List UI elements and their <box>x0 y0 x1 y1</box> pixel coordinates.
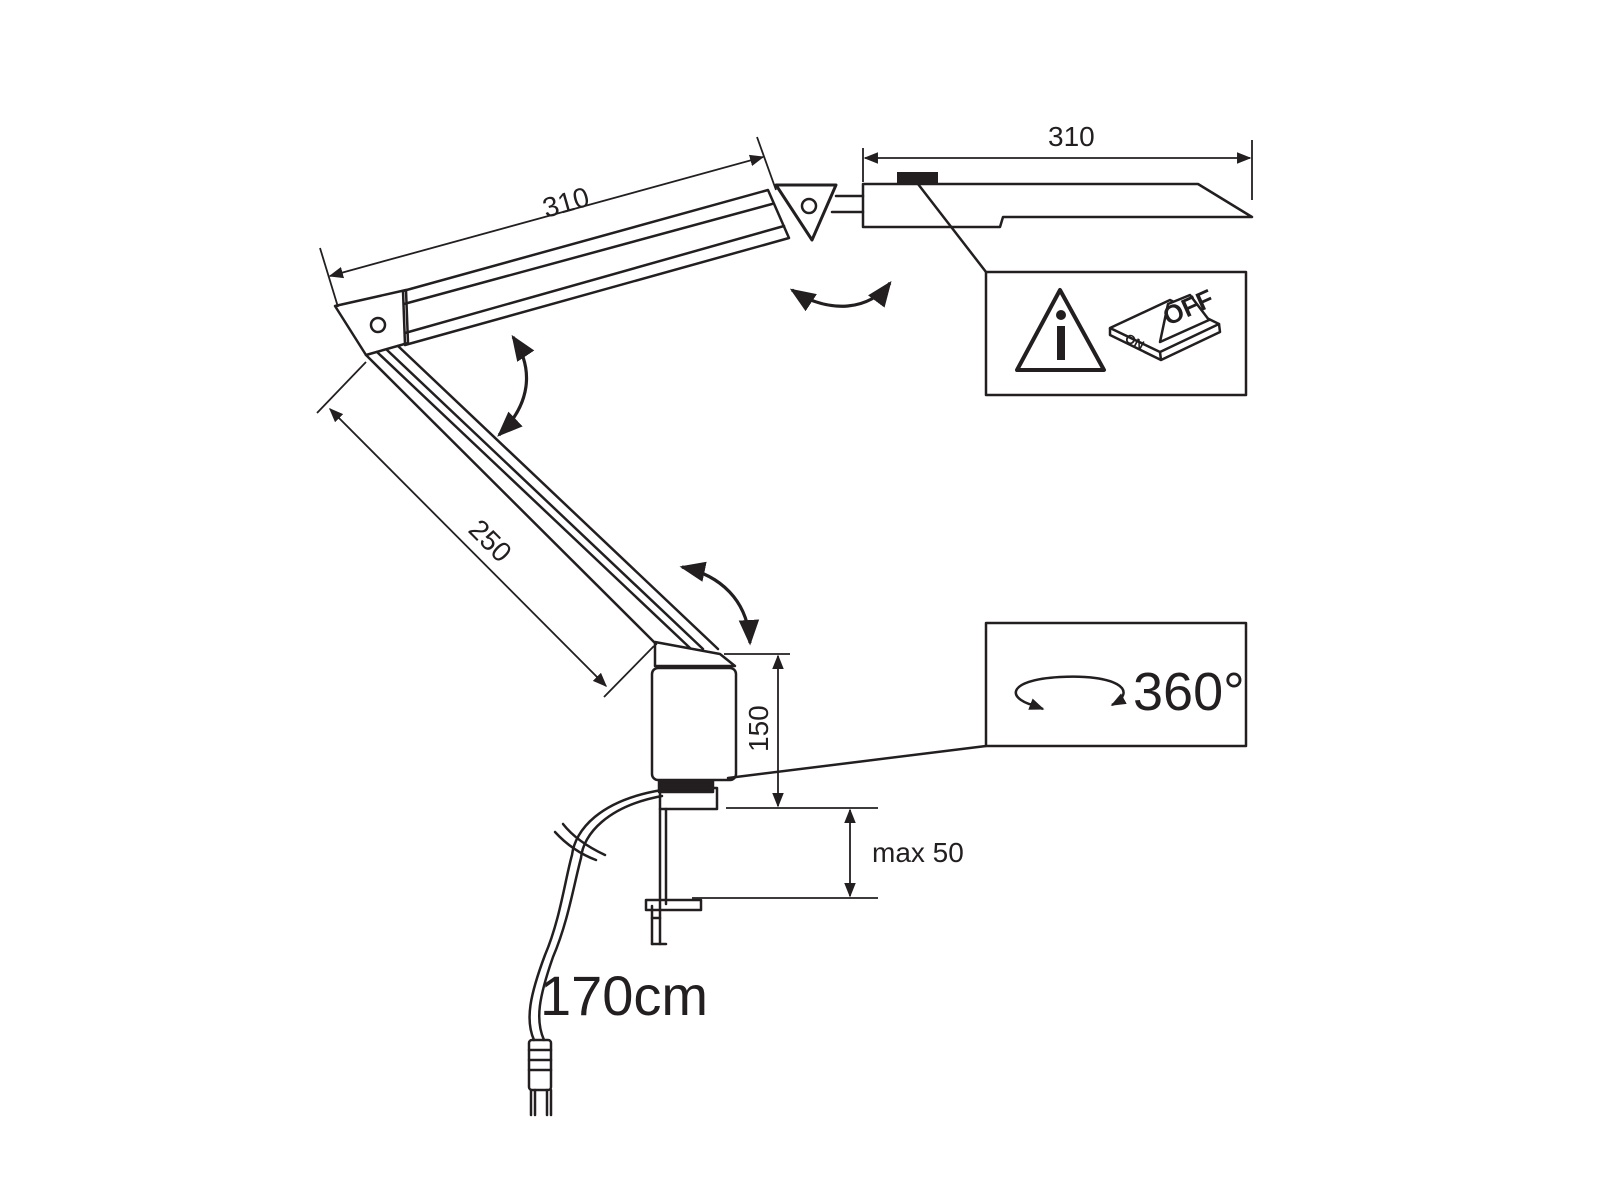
base-height-dimension <box>724 653 878 809</box>
head-joint <box>774 183 865 242</box>
clamp-max-opening: max 50 <box>872 837 964 868</box>
upper-arm-dimension <box>319 136 777 308</box>
rotate-360-icon <box>1014 675 1127 711</box>
rotation-degrees: 360° <box>1133 662 1245 722</box>
elbow-joint <box>333 288 410 357</box>
switch-on-label: ON <box>1123 330 1147 352</box>
power-cable <box>527 788 664 1117</box>
upper-arm <box>401 188 791 347</box>
lower-arm-dimension <box>316 361 655 698</box>
power-switch <box>897 172 938 184</box>
elbow-rotate-arrow-icon <box>497 334 535 437</box>
head-rotate-arrow-icon <box>789 280 892 312</box>
lamp-head-length: 310 <box>1048 121 1095 152</box>
upper-arm-length: 310 <box>539 181 592 224</box>
cable-length: 170cm <box>540 964 708 1027</box>
rocker-switch-icon <box>1108 293 1222 362</box>
base-housing <box>650 640 738 811</box>
base-rotate-arrow-icon <box>679 561 760 646</box>
info-warning-icon <box>1015 288 1106 372</box>
base-height: 150 <box>743 705 774 752</box>
clamp-dimension <box>692 808 878 899</box>
lower-arm-length: 250 <box>463 513 518 568</box>
lamp-head <box>861 182 1254 229</box>
rotation-callout <box>726 621 1248 780</box>
lamp-head-dimension <box>862 140 1253 200</box>
table-clamp <box>644 807 703 946</box>
switch-callout <box>916 182 1248 397</box>
